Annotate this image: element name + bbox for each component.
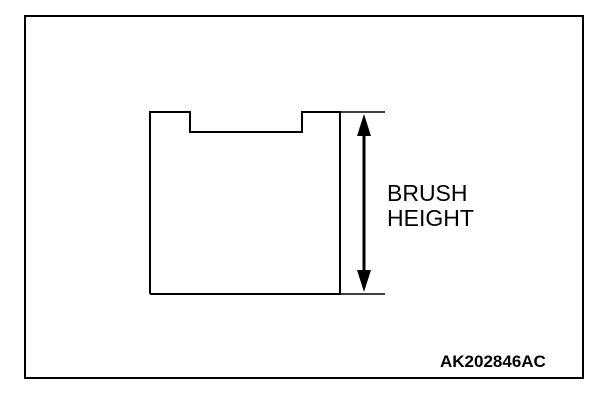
- brush-height-label-line1: BRUSH: [387, 180, 468, 206]
- arrowhead-down-icon: [357, 270, 371, 292]
- brush-outline: [149, 111, 341, 295]
- dimension-arrow: [357, 114, 371, 292]
- arrowhead-up-icon: [357, 114, 371, 136]
- figure-code: AK202846AC: [440, 352, 546, 371]
- figure-border: [24, 15, 584, 379]
- brush-height-label-line2: HEIGHT: [387, 205, 474, 231]
